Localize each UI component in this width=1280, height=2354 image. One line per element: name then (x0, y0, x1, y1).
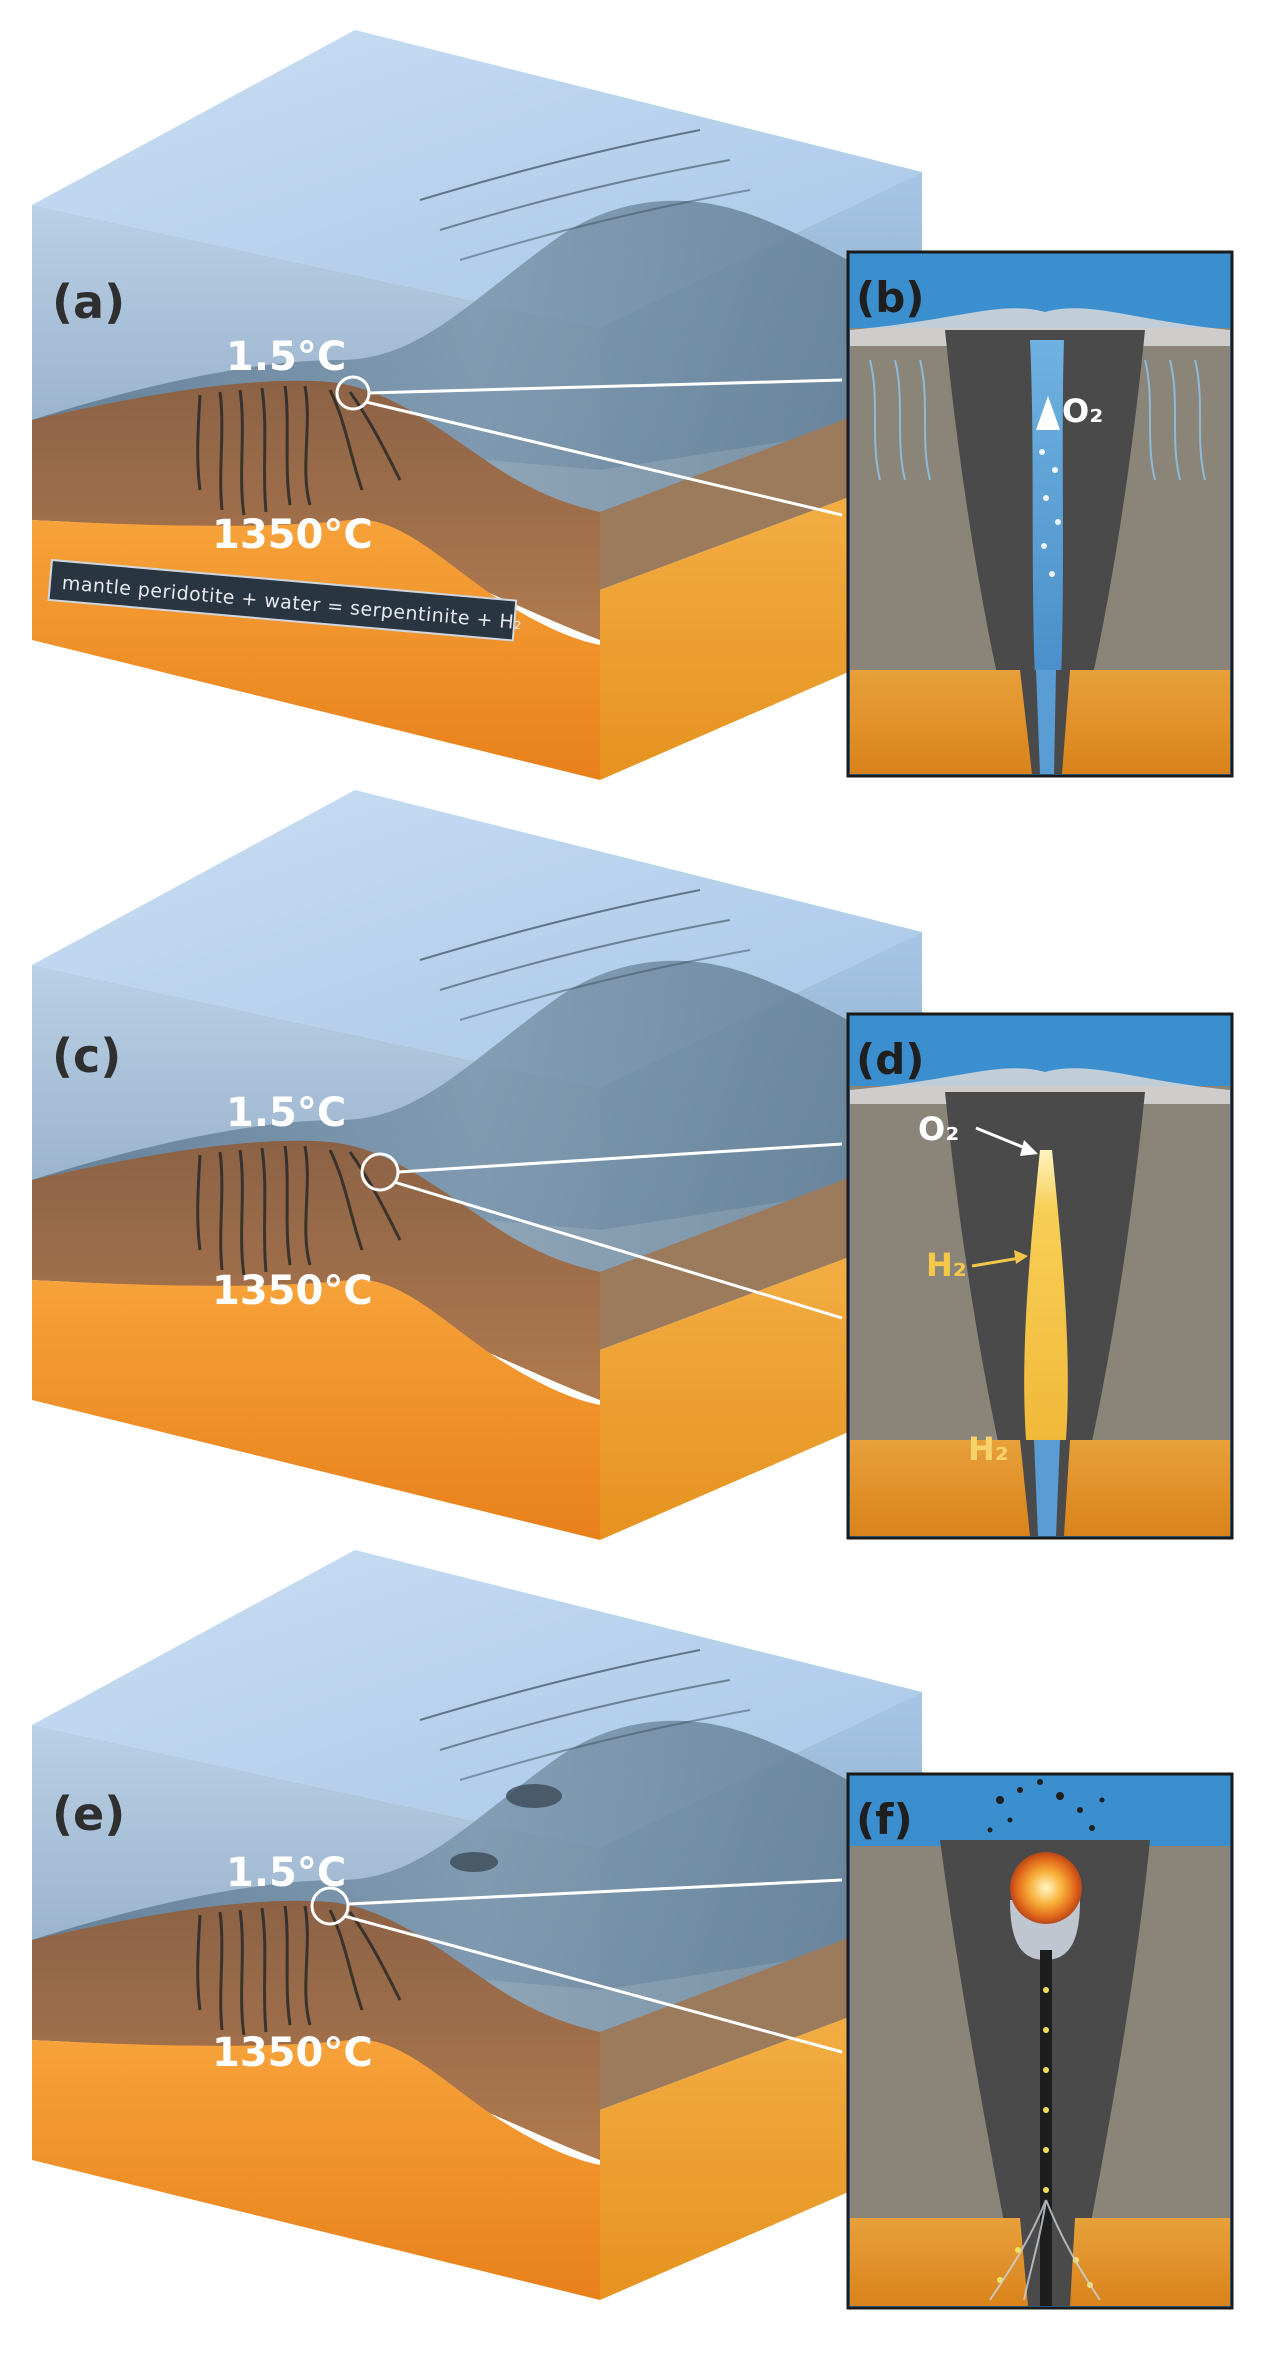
panel-e-block (30, 1548, 924, 2302)
panel-a-label: (a) (52, 275, 125, 329)
panel-e-zoom-circle (310, 1886, 350, 1926)
panel-f-label: (f) (856, 1795, 913, 1844)
panel-b-label: (b) (856, 273, 924, 322)
panel-a-zoom-line-top (368, 378, 843, 395)
panel-a-mantle-temp: 1350°C (212, 512, 373, 558)
panel-b-inset: (b) O₂ (846, 250, 1234, 778)
panel-c-surface-temp: 1.5°C (226, 1090, 346, 1136)
panel-d-label: (d) (856, 1035, 924, 1084)
panel-e-zoom-line-bottom (343, 1914, 843, 2054)
panel-d-inset: (d) O₂ H₂ H₂ (846, 1012, 1234, 1540)
panel-f-inset: (f) (846, 1772, 1234, 2310)
panel-d-h2-arrow (971, 1256, 1021, 1268)
panel-e-zoom-line-top (347, 1878, 843, 1906)
panel-e-seafloor-crater-2 (450, 1852, 498, 1872)
panel-c-zoom-line-bottom (393, 1180, 843, 1320)
panel-a-block (30, 28, 924, 782)
panel-f-explosion (1010, 1852, 1082, 1924)
panel-c-mantle-temp: 1350°C (212, 1268, 373, 1314)
panel-d-gas-top: O₂ (918, 1110, 959, 1148)
panel-e-label: (e) (52, 1787, 125, 1841)
panel-e-mantle-temp: 1350°C (212, 2030, 373, 2076)
panel-c-block (30, 788, 924, 1542)
panel-b-gas-label: O₂ (1062, 392, 1103, 430)
panel-d-gas-bottom: H₂ (968, 1430, 1009, 1468)
panel-a-surface-temp: 1.5°C (226, 334, 346, 380)
panel-d-gas-mid: H₂ (926, 1246, 967, 1284)
panel-a-zoom-line-bottom (365, 400, 843, 517)
panel-c-zoom-line-top (397, 1142, 843, 1174)
panel-e-seafloor-crater-1 (506, 1784, 562, 1808)
panel-c-label: (c) (52, 1029, 121, 1083)
panel-d-o2-arrow (975, 1126, 1031, 1152)
